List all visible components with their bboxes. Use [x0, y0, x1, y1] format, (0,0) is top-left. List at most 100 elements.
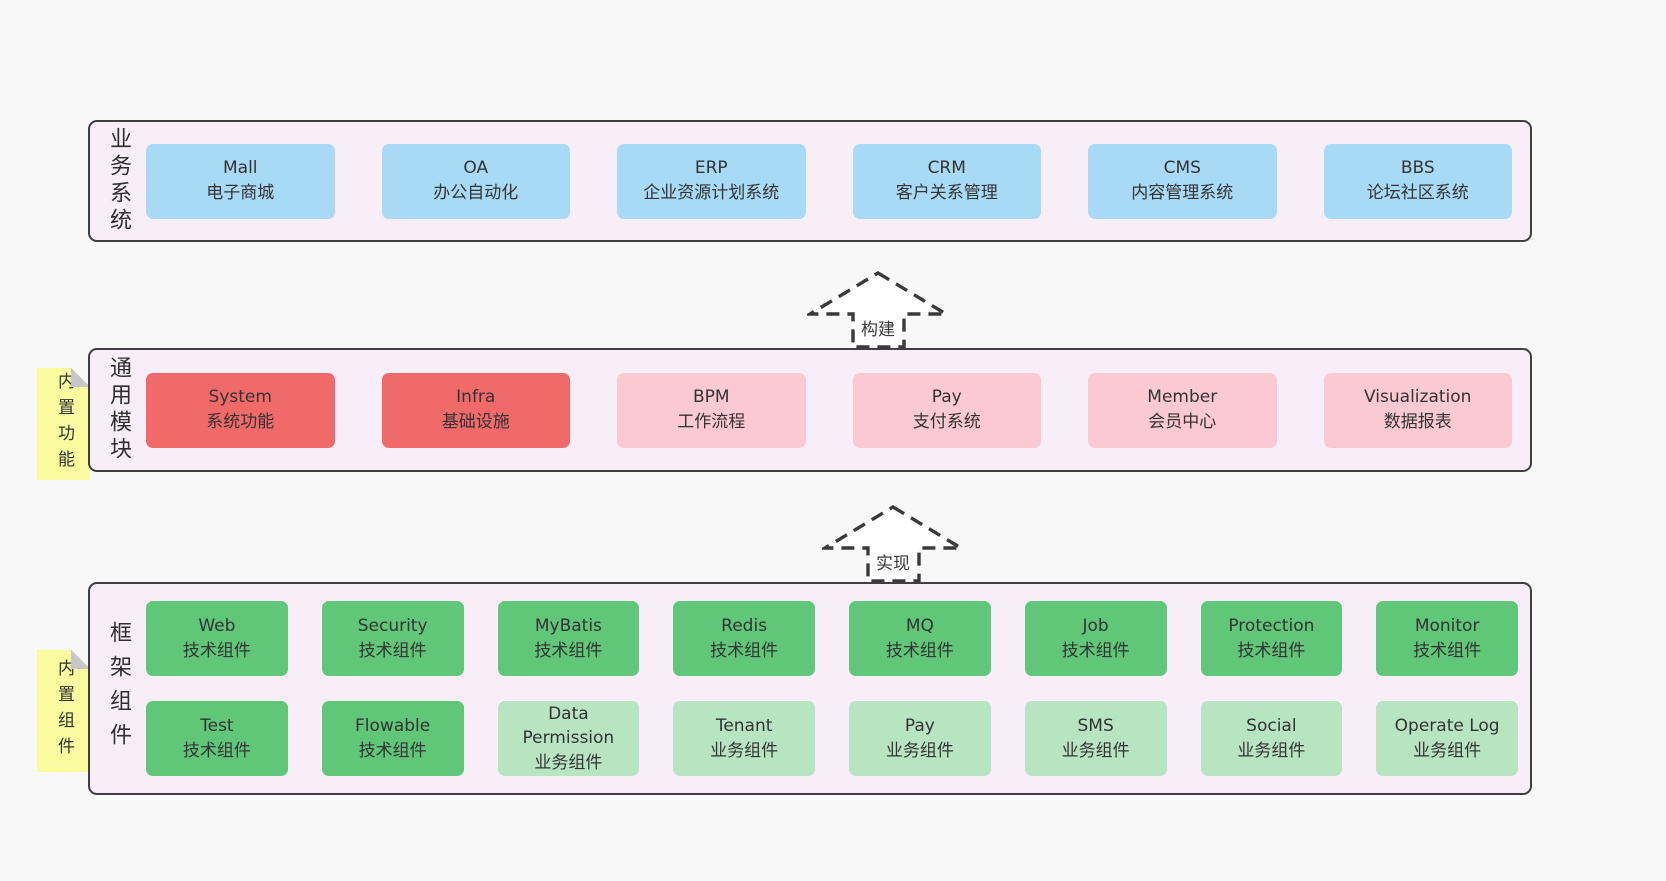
box-visualization: Visualization 数据报表: [1323, 372, 1512, 448]
box-title: MQ: [905, 615, 934, 636]
box-title: CRM: [927, 158, 966, 179]
box-title: Test: [200, 715, 234, 736]
box-subtitle: 技术组件: [182, 740, 251, 761]
box-subtitle: 办公自动化: [433, 183, 519, 203]
box-title: Member: [1147, 387, 1218, 408]
box-redis: Redis 技术组件: [673, 601, 815, 676]
box-title: BBS: [1400, 158, 1435, 179]
arrow-up-dashed-icon: [807, 271, 949, 348]
box-subtitle: 企业资源计划系统: [643, 183, 780, 203]
business-systems-row: Mall 电子商城 OA 办公自动化 ERP 企业资源计划系统 CRM 客户关系管理 CMS 内容…: [146, 143, 1530, 219]
box-infra: Infra 基础设施: [381, 372, 570, 448]
box-title: OA: [463, 158, 489, 179]
box-bpm: BPM 工作流程: [617, 372, 806, 448]
box-subtitle: 技术组件: [885, 640, 954, 661]
box-subtitle: 业务组件: [1237, 740, 1306, 761]
box-title: CMS: [1163, 158, 1201, 179]
arrow-implement: 实现: [822, 504, 964, 582]
box-subtitle: 技术组件: [710, 640, 779, 661]
box-security: Security 技术组件: [321, 601, 464, 676]
box-subtitle: 技术组件: [358, 640, 427, 661]
box-subtitle: 业务组件: [710, 740, 779, 761]
box-flowable: Flowable 技术组件: [321, 701, 464, 776]
box-title: Mall: [222, 158, 258, 179]
tag-built-in-components: 内置组件: [37, 650, 90, 772]
layer-common-modules-label: 通用模块: [106, 356, 131, 464]
box-pay: Pay 支付系统: [852, 372, 1041, 448]
box-subtitle: 基础设施: [441, 412, 510, 432]
box-title: ERP: [694, 158, 728, 179]
box-subtitle: 系统功能: [206, 412, 275, 432]
box-mall: Mall 电子商城: [146, 143, 335, 219]
box-title: Tenant: [715, 715, 773, 736]
box-subtitle: 客户关系管理: [895, 183, 998, 203]
box-subtitle: 技术组件: [358, 740, 427, 761]
tag-built-in-features: 内置功能: [37, 368, 90, 480]
box-subtitle: 工作流程: [677, 412, 746, 432]
box-title: Operate Log: [1394, 715, 1500, 736]
box-crm: CRM 客户关系管理: [852, 143, 1041, 219]
box-title: MyBatis: [534, 615, 602, 636]
tag-built-in-features-label: 内置功能: [54, 372, 74, 476]
box-erp: ERP 企业资源计划系统: [617, 143, 806, 219]
box-mq: MQ 技术组件: [849, 601, 991, 676]
layer-business-systems: 业务系统 Mall 电子商城 OA 办公自动化 ERP 企业资源计划系统 CRM 客户关系管理…: [88, 120, 1532, 242]
box-title: Job: [1082, 615, 1109, 636]
box-title: Visualization: [1364, 387, 1472, 408]
box-subtitle: 技术组件: [1061, 640, 1130, 661]
box-title: Pay: [904, 715, 935, 736]
box-operate-log: Operate Log 业务组件: [1376, 701, 1518, 776]
box-title: BPM: [692, 387, 730, 408]
box-title: Protection: [1228, 615, 1315, 636]
box-data-permission: Data Permission 业务组件: [497, 701, 640, 776]
box-subtitle: 业务组件: [1061, 740, 1130, 761]
box-title: SMS: [1077, 715, 1114, 736]
box-title: Social: [1246, 715, 1297, 736]
arrow-up-dashed-icon: [822, 505, 964, 582]
box-subtitle: 数据报表: [1383, 412, 1452, 432]
box-mybatis: MyBatis 技术组件: [497, 601, 640, 676]
arrow-implement-label: 实现: [874, 549, 912, 574]
box-subtitle: 业务组件: [1413, 740, 1482, 761]
box-test: Test 技术组件: [146, 701, 288, 776]
arrow-build: 构建: [807, 270, 949, 348]
box-job: Job 技术组件: [1024, 601, 1167, 676]
box-subtitle: 技术组件: [1237, 640, 1306, 661]
box-title: Security: [357, 615, 428, 636]
box-subtitle: 技术组件: [534, 640, 603, 661]
box-title: Data Permission: [522, 703, 615, 749]
box-title: Redis: [721, 615, 768, 636]
box-cms: CMS 内容管理系统: [1088, 143, 1277, 219]
framework-components-row-2: Test 技术组件 Flowable 技术组件 Data Permission 业务组件 T…: [146, 701, 1530, 776]
box-subtitle: 支付系统: [912, 412, 981, 432]
box-title: Flowable: [355, 715, 431, 736]
box-member: Member 会员中心: [1088, 372, 1277, 448]
layer-framework-components-label: 框架组件: [106, 620, 131, 757]
layer-business-systems-rows: Mall 电子商城 OA 办公自动化 ERP 企业资源计划系统 CRM 客户关系管理 CMS 内容…: [146, 122, 1530, 240]
box-subtitle: 内容管理系统: [1131, 183, 1234, 203]
box-social: Social 业务组件: [1200, 701, 1343, 776]
box-title: Infra: [456, 387, 496, 408]
box-title: Pay: [931, 387, 962, 408]
box-title: Web: [198, 615, 236, 636]
box-sms: SMS 业务组件: [1024, 701, 1167, 776]
box-subtitle: 会员中心: [1148, 412, 1217, 432]
box-subtitle: 技术组件: [1413, 640, 1482, 661]
layer-business-systems-label: 业务系统: [106, 127, 131, 235]
box-subtitle: 业务组件: [885, 740, 954, 761]
box-subtitle: 业务组件: [534, 752, 603, 773]
arrow-build-label: 构建: [859, 315, 897, 340]
box-subtitle: 电子商城: [206, 183, 275, 203]
box-protection: Protection 技术组件: [1200, 601, 1343, 676]
box-pay: Pay 业务组件: [849, 701, 991, 776]
box-oa: OA 办公自动化: [381, 143, 570, 219]
